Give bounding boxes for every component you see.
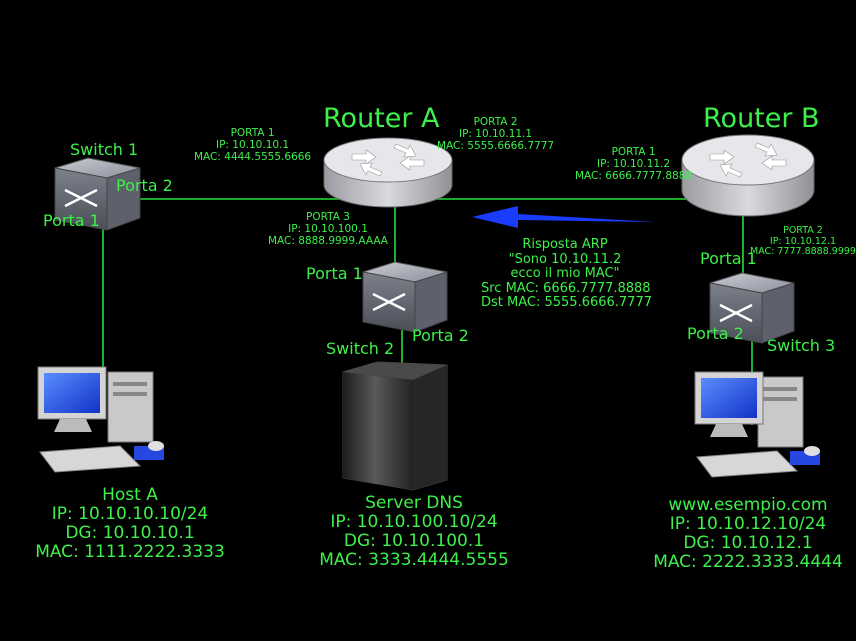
www-computer-icon xyxy=(694,371,820,478)
switch3-title: Switch 3 xyxy=(767,336,836,355)
switch2-title: Switch 2 xyxy=(326,339,395,358)
switch1-porta2: Porta 2 xyxy=(116,176,173,195)
switch1-porta1: Porta 1 xyxy=(43,211,100,230)
switch2-porta1: Porta 1 xyxy=(306,264,363,283)
host-a-computer-icon xyxy=(37,366,164,473)
switch1-icon xyxy=(54,157,141,231)
router-b-title: Router B xyxy=(703,103,820,134)
server-dns-icon xyxy=(342,361,448,491)
switch1-title: Switch 1 xyxy=(70,140,139,159)
switch2-porta2: Porta 2 xyxy=(412,326,469,345)
switch3-icon xyxy=(709,272,795,344)
router-a-title: Router A xyxy=(323,103,440,134)
switch3-porta1: Porta 1 xyxy=(700,249,757,268)
router-b-icon xyxy=(681,134,815,217)
switch2-icon xyxy=(362,261,448,333)
router-a-icon xyxy=(323,137,453,208)
switch3-porta2: Porta 2 xyxy=(687,324,744,343)
arp-arrow xyxy=(472,206,655,228)
